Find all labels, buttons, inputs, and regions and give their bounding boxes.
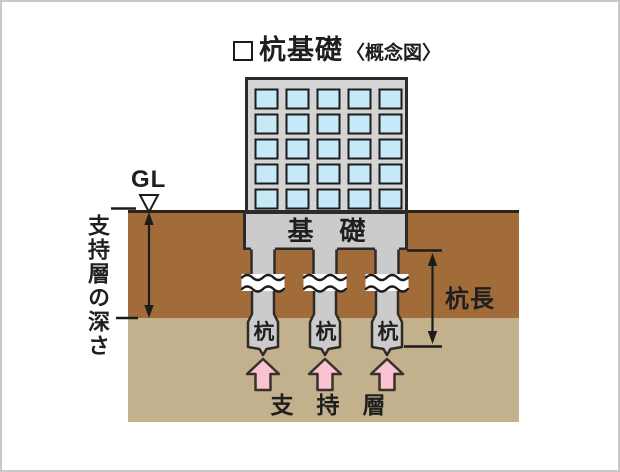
pile-length-arrow-up-icon [427, 253, 438, 266]
foundation-block [243, 211, 408, 250]
building-window [316, 188, 341, 210]
pile-shafts [250, 246, 400, 280]
pile-shaft [313, 246, 337, 280]
building-window [378, 188, 403, 210]
building-window [254, 163, 279, 185]
pile-body [246, 286, 280, 357]
building-windows [254, 88, 403, 210]
diagram-title: 杭基礎 [259, 35, 343, 65]
building-window [378, 88, 403, 110]
building-window [254, 113, 279, 135]
pile-length-arrow-down-icon [427, 331, 438, 344]
building-window [285, 188, 310, 210]
building-window [347, 188, 372, 210]
pile-body [370, 286, 404, 357]
bearing-arrow-icon [369, 357, 405, 392]
building-window [378, 138, 403, 160]
building-window [316, 88, 341, 110]
diagram-subtitle: 〈概念図〉 [346, 43, 442, 64]
bearing-arrow-icon [307, 357, 343, 392]
building-window [347, 113, 372, 135]
building-window [316, 138, 341, 160]
pile-shaft [375, 246, 399, 280]
depth-dim-arrow-up-icon [144, 212, 154, 225]
pile-length-dimension [404, 249, 442, 348]
break-wave [302, 273, 348, 293]
gl-label: GL [131, 166, 167, 193]
building-window [347, 88, 372, 110]
pile-length-label: 杭長 [445, 286, 495, 313]
foundation-label: 基 礎 [287, 216, 366, 246]
building-window [378, 163, 403, 185]
building-window [378, 113, 403, 135]
depth-of-support-layer-label: 支持層の深さ [85, 214, 110, 358]
building-window [347, 138, 372, 160]
pile-break-marks [240, 273, 410, 293]
break-wave [240, 273, 286, 293]
building-window [285, 88, 310, 110]
building-window [254, 138, 279, 160]
depth-dimension [111, 207, 154, 320]
building-window [316, 113, 341, 135]
building-window [316, 163, 341, 185]
break-wave [364, 273, 410, 293]
foundation-outline [243, 211, 408, 250]
building-window [285, 163, 310, 185]
pile-body [308, 286, 342, 357]
support-layer-label: 支 持 層 [270, 392, 386, 418]
bearing-arrows [245, 357, 405, 392]
pile-bodies [246, 286, 404, 357]
building-window [285, 138, 310, 160]
pile-label-3: 杭 [377, 321, 399, 344]
pile-label-1: 杭 [253, 321, 275, 344]
building-window [285, 113, 310, 135]
depth-dim-arrow-down-icon [144, 305, 154, 318]
pile-shaft [251, 246, 275, 280]
square-bullet-icon [233, 41, 253, 61]
building-window [347, 163, 372, 185]
building-window [254, 88, 279, 110]
gl-marker-triangle-icon [138, 194, 160, 215]
building-window [254, 188, 279, 210]
bearing-arrow-icon [245, 357, 281, 392]
pile-label-2: 杭 [315, 321, 337, 344]
